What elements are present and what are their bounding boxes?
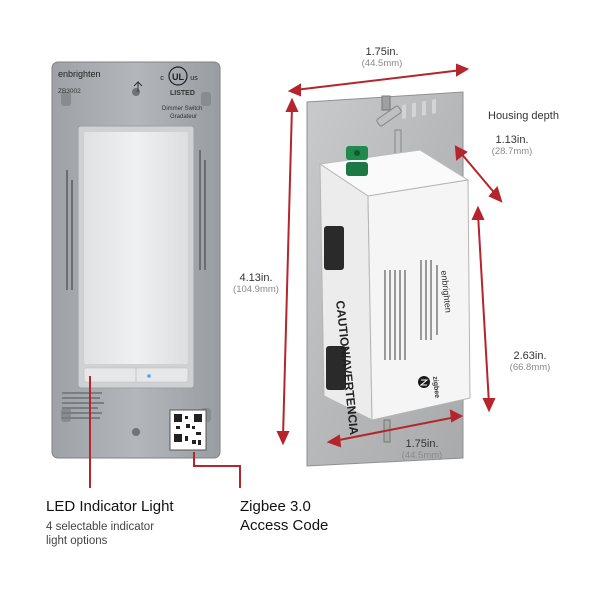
ground-terminal-icon [346, 146, 368, 176]
dim-line-bottom-width [333, 416, 457, 442]
height-value: 4.13in. [239, 272, 273, 284]
zigbee-callout-title: Zigbee 3.0 Access Code [240, 498, 329, 534]
svg-text:us: us [190, 75, 198, 82]
led-callout-subtitle: 4 selectable indicator light options [46, 521, 155, 548]
brand-logo: enbrighten [58, 69, 101, 79]
load-terminal-icon [326, 346, 346, 390]
led-indicator-icon [147, 374, 151, 378]
screw-hole-icon [132, 428, 140, 436]
bottom-width-value: 1.75in. [405, 438, 439, 450]
listing-mark: LISTED [170, 90, 195, 97]
top-width-value: 1.75in. [365, 46, 399, 58]
dim-line-housing-height [477, 213, 490, 405]
led-callout-title: LED Indicator Light [46, 498, 174, 515]
top-width-metric: (44.5mm) [361, 57, 403, 69]
svg-text:c: c [160, 75, 164, 82]
dimmer-paddle [84, 132, 188, 364]
dim-line-housing-depth [459, 151, 498, 197]
arrow-up-icon [133, 80, 143, 92]
switch-back [306, 91, 471, 467]
housing-side [367, 179, 471, 421]
housing-height-value: 2.63in. [513, 350, 547, 362]
svg-text:UL: UL [172, 72, 184, 82]
housing-height-label: 2.63in. (66.8mm) [500, 350, 560, 374]
height-label: 4.13in. (104.9mm) [226, 272, 286, 296]
product-line-en: Dimmer Switch [162, 106, 203, 112]
zigbee-qr-code-icon [169, 409, 207, 451]
housing-depth-label: 1.13in. (28.7mm) [482, 134, 542, 158]
dim-line-height [282, 105, 293, 438]
top-width-label: 1.75in. (44.5mm) [352, 46, 412, 70]
switch-front: UL c us [51, 61, 221, 459]
bottom-width-label: 1.75in. (44.5mm) [392, 438, 452, 462]
housing-height-metric: (66.8mm) [509, 361, 551, 373]
housing-depth-value: 1.13in. [495, 134, 529, 146]
housing-depth-caption: Housing depth [488, 110, 568, 123]
product-line-fr: Gradateur [170, 114, 198, 120]
housing-depth-title: Housing depth [488, 110, 559, 122]
model-number: ZB3002 [58, 88, 81, 95]
screw-hole-icon [132, 88, 140, 96]
housing-depth-metric: (28.7mm) [491, 145, 533, 157]
zigbee-callout-line [193, 452, 241, 488]
bottom-width-metric: (44.5mm) [401, 449, 443, 461]
height-metric: (104.9mm) [233, 283, 279, 295]
dim-line-top-width [294, 69, 463, 91]
line-terminal-icon [324, 226, 344, 270]
ul-logo-icon: UL c us [160, 66, 198, 86]
